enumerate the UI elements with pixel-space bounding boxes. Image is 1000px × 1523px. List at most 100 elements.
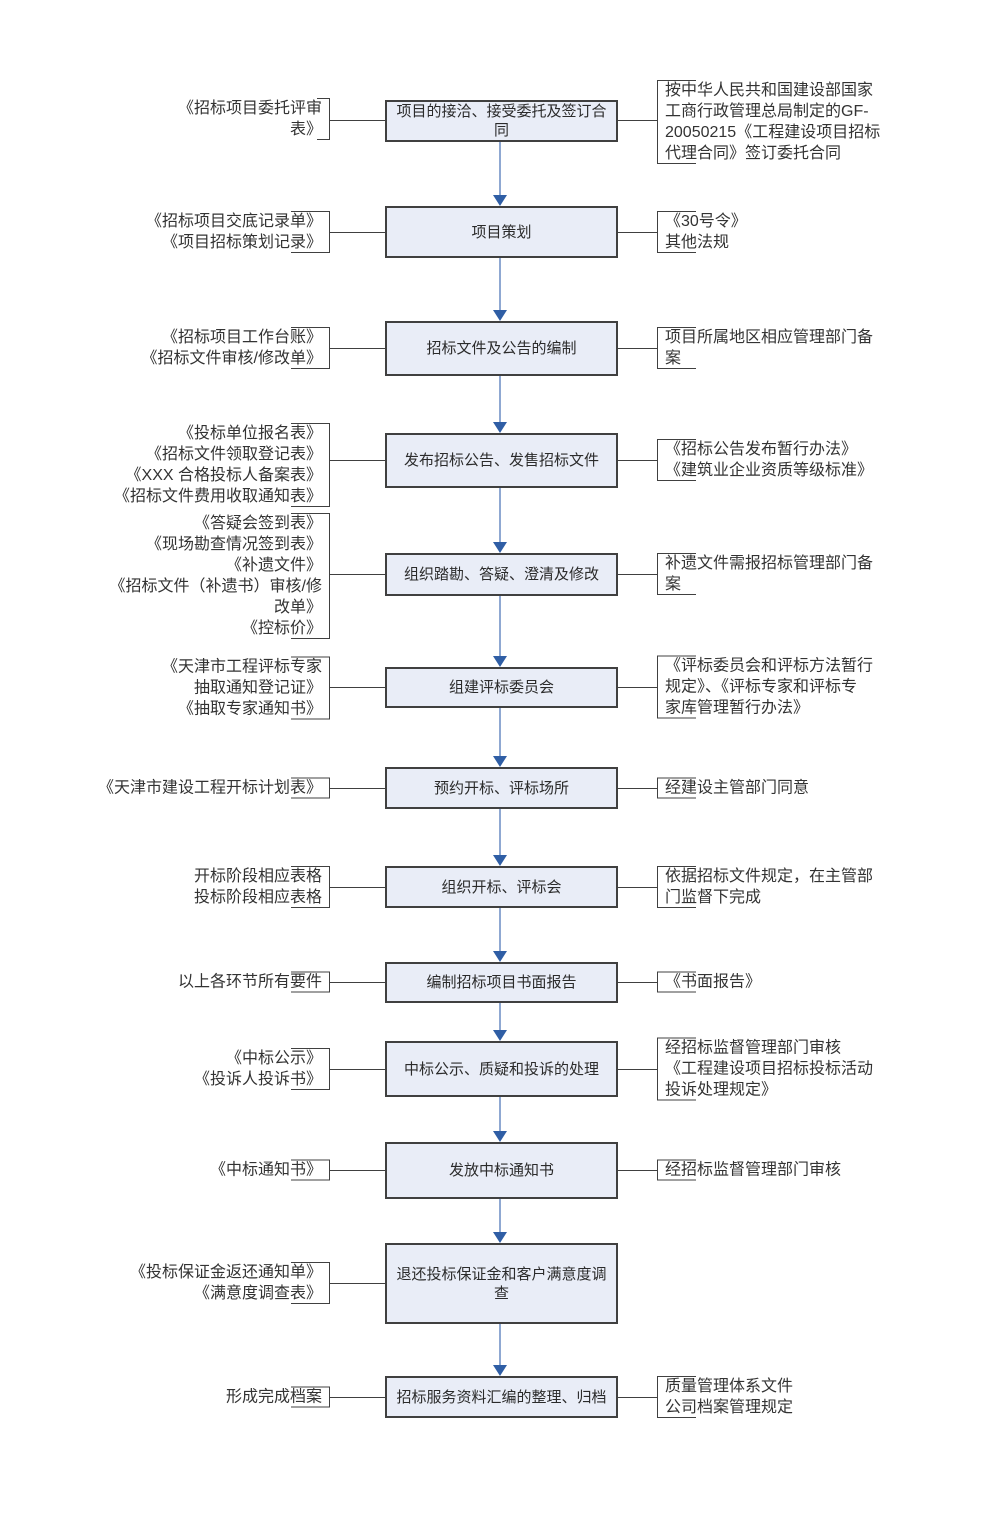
right-connector-line <box>618 687 657 688</box>
left-bracket <box>291 327 330 369</box>
right-label-text: 经招标监督管理部门审核 《工程建设项目招标投标活动 投诉处理规定》 <box>665 1039 874 1099</box>
right-label-group: 《书面报告》 <box>657 971 762 993</box>
right-connector-line <box>618 1170 657 1171</box>
flow-step-box: 发布招标公告、发售招标文件 <box>385 433 618 488</box>
flow-arrow <box>492 1097 508 1142</box>
left-bracket <box>291 513 330 639</box>
right-label-text: 项目所属地区相应管理部门备 案 <box>665 329 874 367</box>
left-label-text: 《中标通知书》 <box>209 1161 322 1179</box>
flow-step-label: 组建评标委员会 <box>448 679 554 696</box>
right-bracket <box>657 1159 696 1181</box>
left-bracket <box>291 656 330 720</box>
right-label-group: 补遗文件需报招标管理部门备 案 <box>657 553 873 595</box>
left-connector-line <box>330 460 385 461</box>
left-label-group: 形成完成档案 <box>225 1386 330 1408</box>
flow-step-box: 招标文件及公告的编制 <box>385 321 618 376</box>
arrow-line <box>499 1003 501 1031</box>
flow-step-label: 项目策划 <box>471 223 532 241</box>
arrow-line <box>499 596 501 657</box>
flow-step-box: 编制招标项目书面报告 <box>385 962 618 1003</box>
left-connector-line <box>330 687 385 688</box>
right-label-group: 依据招标文件规定，在主管部 门监督下完成 <box>657 866 873 908</box>
flow-arrow <box>492 1324 508 1376</box>
flow-step-box: 招标服务资料汇编的整理、归档 <box>385 1376 618 1418</box>
right-label-group: 经招标监督管理部门审核 《工程建设项目招标投标活动 投诉处理规定》 <box>657 1037 874 1101</box>
left-label-text: 开标阶段相应表格 投标阶段相应表格 <box>193 868 322 906</box>
left-label-text: 《招标项目委托评审 表》 <box>177 100 322 138</box>
right-label-group: 按中华人民共和国建设部国家 工商行政管理总局制定的GF- 20050215《工程… <box>657 80 880 164</box>
flow-step-box: 组织踏勘、答疑、澄清及修改 <box>385 553 618 596</box>
right-bracket <box>657 971 696 993</box>
left-label-text: 形成完成档案 <box>225 1388 322 1406</box>
arrow-line <box>499 376 501 423</box>
flow-step-label: 编制招标项目书面报告 <box>426 974 577 991</box>
right-label-text: 依据招标文件规定，在主管部 门监督下完成 <box>665 868 874 906</box>
right-label-text: 《招标公告发布暂行办法》 《建筑业企业资质等级标准》 <box>665 441 874 479</box>
right-label-text: 质量管理体系文件 公司档案管理规定 <box>665 1378 794 1416</box>
arrow-head-icon <box>493 1232 507 1243</box>
flow-arrow <box>492 1003 508 1041</box>
arrow-line <box>499 142 501 196</box>
right-label-text: 按中华人民共和国建设部国家 工商行政管理总局制定的GF- 20050215《工程… <box>665 82 881 162</box>
left-label-text: 以上各环节所有要件 <box>177 973 322 991</box>
flow-step-label: 组织踏勘、答疑、澄清及修改 <box>403 566 599 583</box>
right-label-group: 《招标公告发布暂行办法》 《建筑业企业资质等级标准》 <box>657 439 873 481</box>
right-connector-line <box>618 1397 657 1398</box>
flow-arrow <box>492 908 508 962</box>
left-bracket <box>291 423 330 507</box>
left-label-group: 《投标单位报名表》 《招标文件领取登记表》 《XXX 合格投标人备案表》 《招标… <box>114 423 330 507</box>
arrow-line <box>499 1097 501 1132</box>
left-label-group: 《招标项目交底记录单》 《项目招标策划记录》 <box>146 211 330 253</box>
arrow-head-icon <box>493 310 507 321</box>
arrow-line <box>499 488 501 543</box>
left-label-group: 《招标项目工作台账》 《招标文件审核/修改单》 <box>142 327 330 369</box>
flow-step-box: 预约开标、评标场所 <box>385 767 618 809</box>
arrow-line <box>499 1199 501 1233</box>
left-connector-line <box>330 120 385 121</box>
right-bracket <box>657 866 696 908</box>
flow-step-label: 预约开标、评标场所 <box>433 779 569 797</box>
arrow-head-icon <box>493 542 507 553</box>
flow-step-box: 中标公示、质疑和投诉的处理 <box>385 1041 618 1097</box>
flow-step-label: 招标服务资料汇编的整理、归档 <box>396 1388 607 1406</box>
left-label-text: 《天津市工程评标专家 抽取通知登记证》 《抽取专家通知书》 <box>161 658 322 718</box>
right-connector-line <box>618 788 657 789</box>
left-connector-line <box>330 574 385 575</box>
right-label-group: 《评标委员会和评标方法暂行 规定》、《评标专家和评标专 家库管理暂行办法》 <box>657 655 873 719</box>
left-bracket <box>291 1048 330 1090</box>
left-connector-line <box>330 887 385 888</box>
arrow-line <box>499 1324 501 1366</box>
left-bracket <box>291 1159 330 1181</box>
left-label-group: 《中标通知书》 <box>209 1159 330 1181</box>
flow-step-box: 组织开标、评标会 <box>385 866 618 908</box>
arrow-line <box>499 258 501 311</box>
flow-step-label: 组织开标、评标会 <box>441 878 562 896</box>
left-bracket <box>291 971 330 993</box>
flow-step-box: 项目策划 <box>385 206 618 258</box>
left-bracket <box>291 866 330 908</box>
left-label-group: 《中标公示》 《投诉人投诉书》 <box>194 1048 330 1090</box>
left-label-text: 《招标项目工作台账》 《招标文件审核/修改单》 <box>141 329 322 367</box>
left-label-text: 《投标保证金返还通知单》 《满意度调查表》 <box>129 1264 322 1302</box>
left-connector-line <box>330 1069 385 1070</box>
flow-step-label: 发布招标公告、发售招标文件 <box>403 452 599 469</box>
right-label-text: 补遗文件需报招标管理部门备 案 <box>665 555 874 593</box>
flow-step-box: 退还投标保证金和客户满意度调 查 <box>385 1243 618 1324</box>
flow-arrow <box>492 142 508 206</box>
left-label-text: 《中标公示》 《投诉人投诉书》 <box>193 1050 322 1088</box>
left-connector-line <box>330 1170 385 1171</box>
arrow-head-icon <box>493 951 507 962</box>
arrow-line <box>499 908 501 952</box>
right-connector-line <box>618 1069 657 1070</box>
right-label-text: 《书面报告》 <box>665 973 762 991</box>
right-label-group: 质量管理体系文件 公司档案管理规定 <box>657 1376 793 1418</box>
left-connector-line <box>330 788 385 789</box>
flow-arrow <box>492 488 508 553</box>
flow-step-label: 发放中标通知书 <box>448 1162 554 1179</box>
left-label-group: 《天津市工程评标专家 抽取通知登记证》 《抽取专家通知书》 <box>161 656 330 720</box>
flow-arrow <box>492 596 508 667</box>
arrow-head-icon <box>493 656 507 667</box>
left-connector-line <box>330 348 385 349</box>
arrow-line <box>499 708 501 757</box>
right-connector-line <box>618 460 657 461</box>
